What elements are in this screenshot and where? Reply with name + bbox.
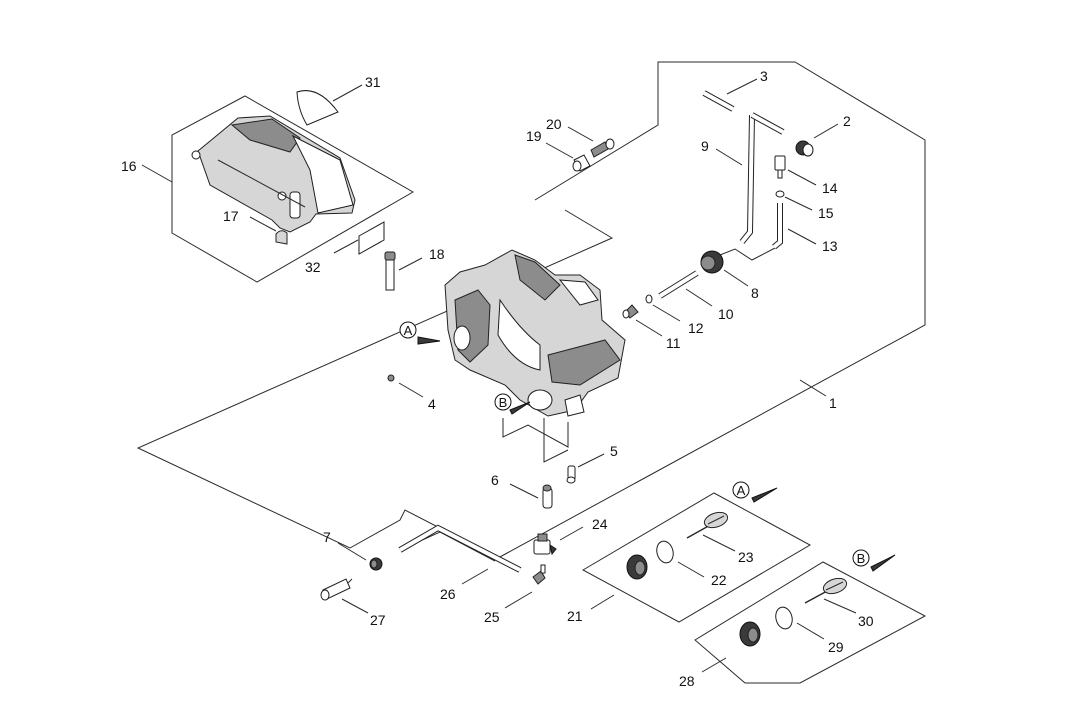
callout-20: 20 [546, 116, 562, 132]
tube-13 [772, 203, 783, 250]
strainer-30 [804, 577, 848, 604]
view-ref-a-filter: A [732, 481, 778, 503]
callout-2: 2 [843, 113, 851, 129]
callout-19: 19 [526, 128, 542, 144]
plug-21 [626, 554, 648, 580]
callout-29: 29 [828, 639, 844, 655]
callout-30: 30 [858, 613, 874, 629]
grommet-7 [369, 557, 383, 571]
callout-10: 10 [718, 306, 734, 322]
callout-24: 24 [592, 516, 608, 532]
nozzle-11 [622, 304, 639, 319]
callout-27: 27 [370, 612, 386, 628]
callout-8: 8 [751, 285, 759, 301]
top-cover-16 [191, 115, 356, 233]
callout-25: 25 [484, 609, 500, 625]
label-32 [358, 221, 385, 255]
tube-bracket-26 [399, 531, 496, 562]
callout-21: 21 [567, 608, 583, 624]
view-ref-b-filter: B [852, 549, 896, 572]
arrow-a-crankcase [417, 336, 441, 345]
ring-12 [645, 294, 653, 304]
screw-20 [590, 138, 615, 158]
bracket-5b [543, 418, 569, 463]
bolt-5 [566, 465, 576, 484]
callout-1: 1 [829, 395, 837, 411]
leader-lines [141, 78, 857, 673]
bracket-9-13 [719, 247, 776, 261]
view-ref-letter: A [404, 323, 413, 338]
plug-28 [739, 621, 761, 647]
tube-9 [739, 112, 785, 244]
bushing-19 [572, 154, 591, 172]
screw-4 [387, 374, 395, 382]
o-ring-29 [775, 606, 793, 630]
callout-3: 3 [760, 68, 768, 84]
elbow-25 [532, 564, 546, 585]
tube-3 [702, 90, 735, 112]
arrow-b-crankcase [509, 401, 531, 415]
callout-14: 14 [822, 180, 838, 196]
callout-18: 18 [429, 246, 445, 262]
callout-17: 17 [223, 208, 239, 224]
callout-32: 32 [305, 259, 321, 275]
callout-7: 7 [323, 529, 331, 545]
crankcase-1 [444, 249, 626, 417]
assembly-frame-21 [581, 492, 812, 623]
pin-6 [542, 484, 553, 509]
callout-6: 6 [491, 472, 499, 488]
tube-26 [398, 524, 522, 573]
ring-15 [775, 190, 785, 198]
view-ref-a-crankcase: A [399, 321, 417, 339]
view-ref-letter: B [857, 551, 866, 566]
grommet-8 [700, 250, 724, 274]
bracket-5 [502, 418, 569, 448]
callout-23: 23 [738, 549, 754, 565]
decal-31 [296, 90, 339, 126]
filter-14 [774, 155, 786, 179]
fitting-24 [533, 533, 557, 556]
filter-27 [320, 578, 353, 601]
assembly-frame-16 [171, 95, 415, 283]
callout-26: 26 [440, 586, 456, 602]
assembly-frame-28 [694, 561, 927, 684]
callout-28: 28 [679, 673, 695, 689]
pipe-10 [658, 270, 699, 299]
callout-22: 22 [711, 572, 727, 588]
cap-2 [795, 140, 814, 157]
callout-13: 13 [822, 238, 838, 254]
callout-16: 16 [121, 158, 137, 174]
callout-12: 12 [688, 320, 704, 336]
view-ref-letter: A [737, 483, 746, 498]
callout-labels: 1 2 3 4 5 6 7 8 9 10 11 12 13 14 15 16 1… [121, 68, 874, 689]
view-ref-b-crankcase: B [494, 393, 512, 411]
o-ring-22 [656, 540, 674, 564]
view-ref-letter: B [499, 395, 508, 410]
callout-4: 4 [428, 396, 436, 412]
callout-11: 11 [666, 335, 681, 351]
callout-15: 15 [818, 205, 834, 221]
callout-9: 9 [701, 138, 709, 154]
strainer-23 [686, 511, 729, 539]
callout-31: 31 [365, 74, 381, 90]
cap-17 [275, 230, 288, 245]
pin-18 [384, 251, 396, 291]
callout-5: 5 [610, 443, 618, 459]
